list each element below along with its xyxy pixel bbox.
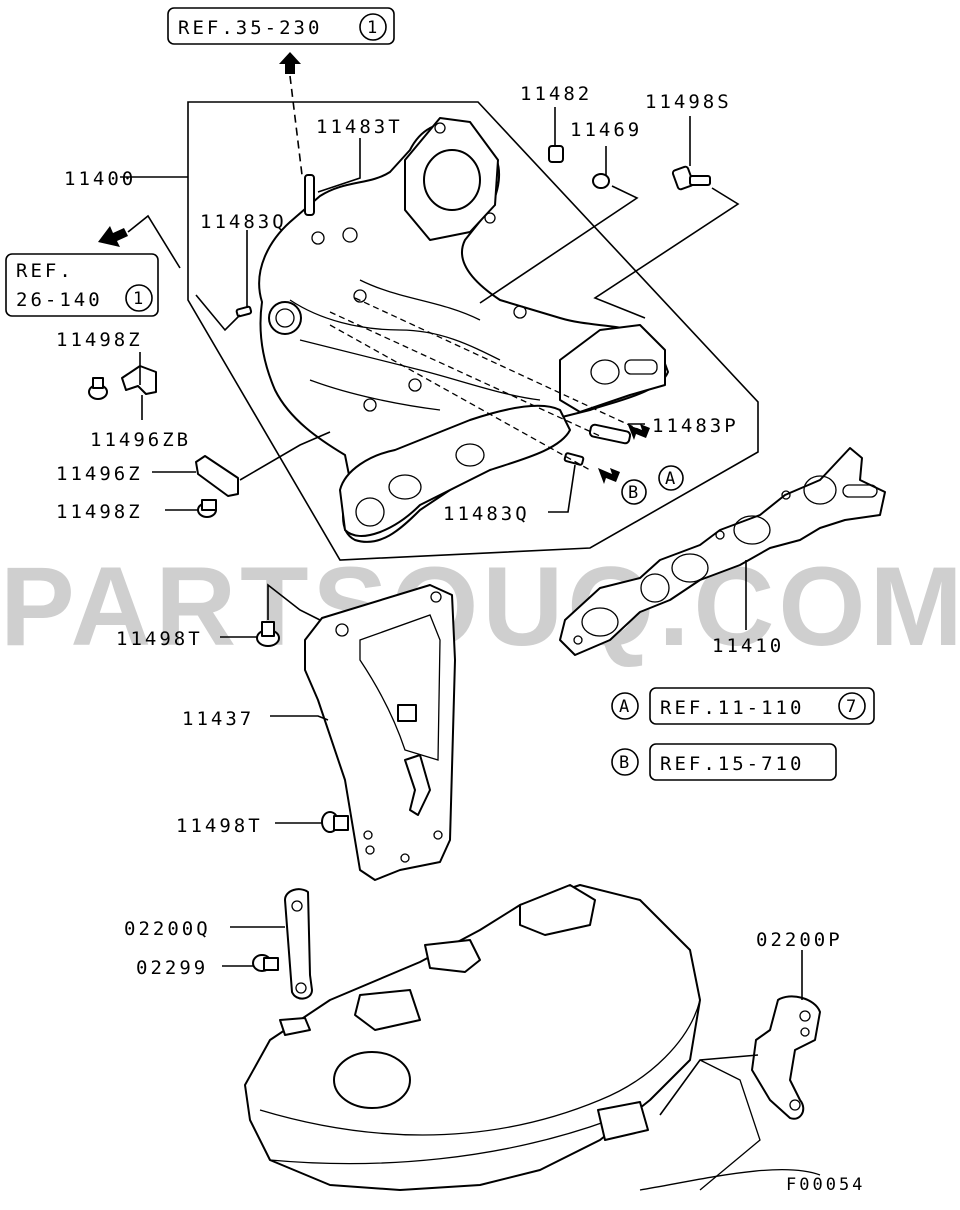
label-11498t-bottom: 11498T bbox=[176, 815, 263, 837]
part-11410-gasket[interactable] bbox=[559, 447, 886, 656]
leader-ref-top bbox=[289, 75, 303, 176]
part-11496z-bracket[interactable] bbox=[195, 455, 239, 497]
ref-left-callout[interactable]: REF. 26-140 1 bbox=[5, 253, 159, 317]
flow-marker-b: B bbox=[628, 483, 638, 503]
intake-manifold[interactable] bbox=[258, 117, 669, 543]
ref-a-callout[interactable]: A REF.11-110 7 bbox=[611, 687, 875, 725]
leader-lines bbox=[120, 107, 803, 1116]
label-02200q: 02200Q bbox=[124, 918, 211, 940]
ref-left-circle: 1 bbox=[133, 289, 143, 309]
arrow-left-icon bbox=[98, 226, 128, 247]
part-11483q-top-pin[interactable] bbox=[235, 305, 253, 318]
ref-b-callout[interactable]: B REF.15-710 bbox=[611, 743, 837, 781]
part-11483p-pin[interactable] bbox=[588, 423, 632, 445]
engine-cylinder-head bbox=[244, 884, 821, 1191]
ref-top-circle: 1 bbox=[367, 18, 377, 38]
watermark: PARTSOUQ.COM bbox=[0, 544, 960, 669]
label-02299: 02299 bbox=[136, 957, 208, 979]
ref-a-marker: A bbox=[619, 697, 629, 717]
part-11483q-bottom-pin[interactable] bbox=[563, 452, 585, 466]
part-11498t-bottom-bolt[interactable] bbox=[321, 811, 349, 833]
ref-top-text: REF.35-230 bbox=[178, 17, 322, 39]
label-11498t-top: 11498T bbox=[116, 628, 203, 650]
ref-a-text: REF.11-110 bbox=[660, 697, 804, 719]
figure-code: F00054 bbox=[786, 1175, 865, 1195]
ref-left-line1: REF. bbox=[16, 260, 74, 282]
ref-left-text: 26-140 bbox=[16, 289, 103, 311]
assembly-frame bbox=[187, 101, 759, 561]
label-11483t: 11483T bbox=[316, 116, 403, 138]
flow-marker-a: A bbox=[665, 469, 675, 489]
part-11498t-top-bolt[interactable] bbox=[256, 621, 280, 647]
label-11469: 11469 bbox=[570, 119, 642, 141]
arrow-a-icon bbox=[628, 424, 650, 440]
part-11483t-pin[interactable] bbox=[304, 174, 315, 216]
part-11469-washer[interactable] bbox=[592, 173, 610, 189]
label-11498s: 11498S bbox=[645, 91, 732, 113]
label-11483p: 11483P bbox=[652, 415, 739, 437]
part-02200p-bracket[interactable] bbox=[751, 995, 821, 1120]
part-11498s-bolt[interactable] bbox=[671, 165, 711, 191]
label-11498z-bottom: 11498Z bbox=[56, 501, 143, 523]
label-11483q-top: 11483Q bbox=[200, 211, 287, 233]
ref-a-circle: 7 bbox=[846, 697, 856, 717]
label-11496z: 11496Z bbox=[56, 463, 143, 485]
arrow-b-icon bbox=[598, 468, 620, 484]
label-11400: 11400 bbox=[64, 168, 136, 190]
label-11482: 11482 bbox=[520, 83, 592, 105]
label-11437: 11437 bbox=[182, 708, 254, 730]
label-11498z-top: 11498Z bbox=[56, 329, 143, 351]
label-02200p: 02200P bbox=[756, 929, 843, 951]
leader-ref-left bbox=[127, 214, 181, 269]
part-11498z-bottom-bolt[interactable] bbox=[197, 499, 217, 518]
ref-b-text: REF.15-710 bbox=[660, 753, 804, 775]
label-11410: 11410 bbox=[712, 635, 784, 657]
label-11483q-bottom: 11483Q bbox=[443, 503, 530, 525]
part-11437-bracket[interactable] bbox=[304, 584, 456, 881]
part-11482-nut[interactable] bbox=[548, 145, 564, 163]
part-11498z-top-bolt[interactable] bbox=[88, 377, 108, 400]
ref-top-callout[interactable]: REF.35-230 1 bbox=[167, 7, 395, 45]
part-11496zb-bracket[interactable] bbox=[121, 365, 157, 395]
ref-b-marker: B bbox=[619, 753, 629, 773]
part-02299-bolt[interactable] bbox=[252, 954, 279, 972]
arrow-up-icon bbox=[279, 52, 301, 74]
part-02200q-hanger[interactable] bbox=[284, 888, 313, 1000]
guide-line-2 bbox=[354, 297, 641, 431]
label-11496zb: 11496ZB bbox=[90, 429, 191, 451]
